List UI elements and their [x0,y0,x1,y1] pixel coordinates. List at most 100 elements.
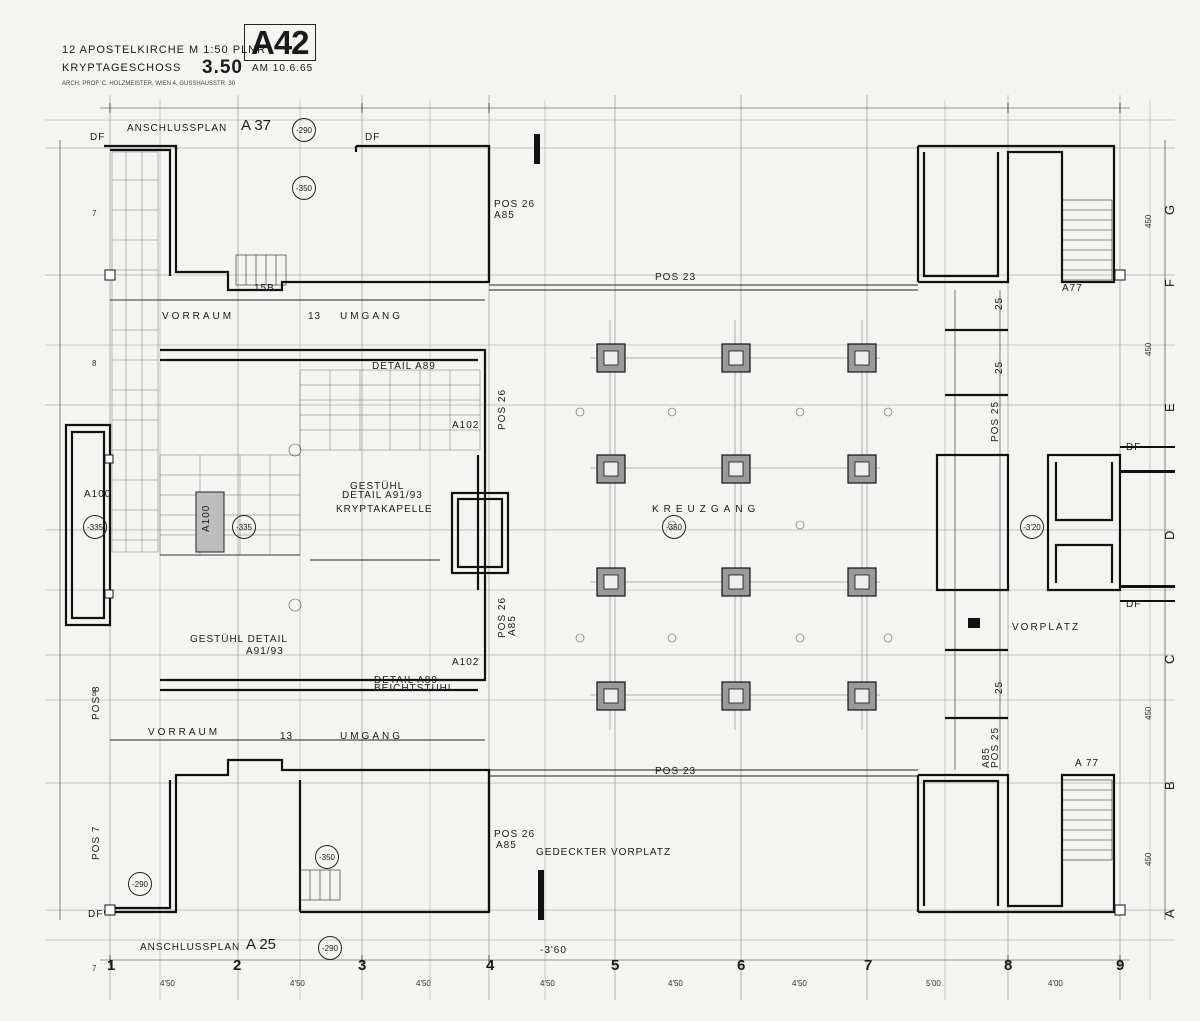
level-marker-335-chapel: -335 [232,515,256,539]
df-marker-top-left: DF [90,132,106,143]
pos7-ref: POS 7 [91,825,102,860]
level-marker-290-bottom-left: -290 [128,872,152,896]
gestuehl-detail-lower-ref: A91/93 [246,646,284,657]
level-marker-bottom: -290 [318,936,342,960]
axis-spacing-4-5: 4'50 [540,979,555,988]
df-marker-right-bottom: DF [1126,599,1142,610]
left-dim-3: 8 [92,689,97,698]
left-dim-2: 8 [92,359,97,368]
room-umgang-top: UMGANG [340,311,403,322]
room-gestuehl: GESTÜHL [350,481,405,492]
a85-ref-bottom: A85 [496,840,517,851]
axis-spacing-7-8: 5'00 [926,979,941,988]
left-dim-4: 7 [92,964,97,973]
room-vorraum-bottom: VORRAUM [148,727,221,738]
level-marker-350-kreuzgang: -350 [662,515,686,539]
room-number-13-bottom: 13 [280,731,294,742]
dimension-chains [59,103,1166,965]
room-kreuzgang: KREUZGANG [652,504,761,515]
pos26-ref-chapel-top: POS 26 [497,388,508,430]
axis-number-9: 9 [1116,957,1125,974]
header-date: AM 10.6.65 [252,63,314,74]
stairs [235,199,1113,901]
axis-number-1: 1 [107,957,116,974]
altar-block [195,491,225,553]
axis-spacing-5-6: 4'50 [668,979,683,988]
header-architect: ARCH. PROF. C. HOLZMEISTER, WIEN 4, GUSS… [62,81,236,87]
room-vorraum-top: VORRAUM [162,311,235,322]
level-arrow-360: -3'60 [540,945,567,956]
axis-letter-F: F [1162,279,1177,287]
glass-walls [110,284,1001,777]
df-marker-bottom-left: DF [88,909,104,920]
a85-ref-right: A85 [981,747,992,768]
gestuehl-detail-lower: GESTÜHL DETAIL [190,634,288,645]
bottom-anschlussplan-label: ANSCHLUSSPLAN [140,942,241,953]
axis-number-2: 2 [233,957,242,974]
top-anschlussplan-label: ANSCHLUSSPLAN [127,123,228,134]
right-dim-1: 450 [1144,214,1153,228]
top-anschlussplan-ref: A 37 [241,117,272,134]
pos26-ref-bottom: POS 26 [494,829,536,840]
df-marker-right-top: DF [1126,442,1142,453]
axis-spacing-1-2: 4'50 [160,979,175,988]
level-marker-335-left: -335 [83,515,107,539]
pos23-ref-top: POS 23 [655,272,697,283]
room-number-13-top: 13 [308,311,322,322]
axis-spacing-6-7: 4'50 [792,979,807,988]
df-marker-top-mid: DF [365,132,381,143]
a77-ref-bottom: A 77 [1075,758,1100,769]
room-umgang-bottom: UMGANG [340,731,403,742]
gestuehl-detail-ref: DETAIL A91/93 [342,490,423,501]
room-vorplatz: VORPLATZ [1012,622,1081,633]
axis-letter-E: E [1162,403,1177,412]
a102-ref-top: A102 [452,420,480,431]
building-walls [64,144,1122,914]
axis-letter-B: B [1162,781,1177,790]
room-kryptakapelle: KRYPTAKAPELLE [336,504,433,515]
a85-ref-top: A85 [494,210,515,221]
header-title: 12 APOSTELKIRCHE M 1:50 PLNR [62,44,267,56]
bottom-anschlussplan-ref: A 25 [246,936,277,953]
level-marker-350-bottom: -350 [315,845,339,869]
axis-letter-D: D [1162,530,1177,540]
right-dim-3: 450 [1144,706,1153,720]
room-beichtstuhl: BEICHTSTUHL [374,683,455,694]
kreuzgang-columns [288,320,893,730]
axis-number-7: 7 [864,957,873,974]
pos25-ref-bottom: POS 25 [990,726,1001,768]
axis-spacing-3-4: 4'50 [416,979,431,988]
stone-edge-hatches [534,134,1175,920]
dim-25-b: 25 [994,360,1005,374]
header-level-name: KRYPTAGESCHOSS [62,62,182,74]
axis-number-5: 5 [611,957,620,974]
pos25-ref-top: POS 25 [990,400,1001,442]
level-marker-350-top: -350 [292,176,316,200]
axis-number-4: 4 [486,957,495,974]
right-dim-4: 450 [1144,852,1153,866]
axis-number-6: 6 [737,957,746,974]
a102-ref-bottom: A102 [452,657,480,668]
room-gedeckter-vorplatz: GEDECKTER VORPLATZ [536,847,672,858]
a85-ref-chapel: A85 [507,615,518,636]
a77-ref-top: A77 [1062,283,1083,294]
left-dim-1: 7 [92,209,97,218]
axis-letter-A: A [1162,909,1177,918]
room-number-15b: 15B [254,283,275,294]
dim-25-a: 25 [994,296,1005,310]
level-marker-top: -290 [292,118,316,142]
level-marker-320-right: -3'20 [1020,515,1044,539]
axis-number-8: 8 [1004,957,1013,974]
axis-letter-C: C [1162,654,1177,664]
detail-a89-ref-top: DETAIL A89 [372,361,436,372]
axis-number-3: 3 [358,957,367,974]
axis-spacing-8-9: 4'00 [1048,979,1063,988]
axis-spacing-2-3: 4'50 [290,979,305,988]
axis-letter-G: G [1162,204,1177,215]
dim-25-c: 25 [994,680,1005,694]
a100-ref-left: A100 [84,489,112,500]
axis-markers [104,269,1126,916]
a100-ref-altar: A100 [201,504,212,532]
